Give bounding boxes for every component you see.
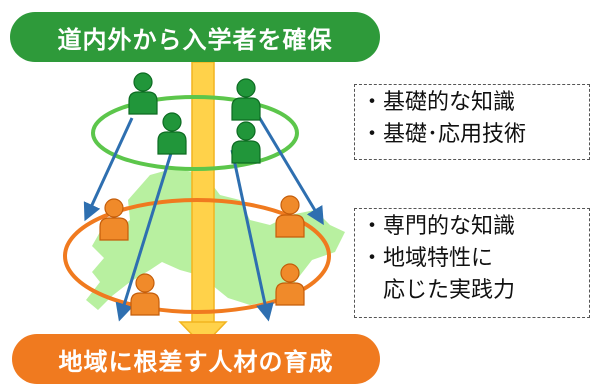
- list-item-text: 応じた実践力: [383, 278, 516, 303]
- list-item-text: 基礎･応用技術: [383, 122, 527, 147]
- list-item: ・基礎的な知識: [361, 87, 581, 119]
- flow-arrow-4: [254, 111, 324, 226]
- list-item-text: 基礎的な知識: [383, 90, 516, 115]
- flow-arrow-2: [115, 149, 174, 322]
- list-item-continuation: 応じた実践力: [361, 275, 581, 307]
- flow-arrow-3: [230, 149, 274, 322]
- list-item-text: 専門的な知識: [383, 214, 516, 239]
- person-icon: [128, 72, 158, 115]
- person-icon: [275, 263, 305, 306]
- top-ring: [91, 95, 299, 171]
- bottom-banner-text: 地域に根差す人材の育成: [58, 347, 334, 376]
- bullet: ・: [361, 90, 384, 115]
- list-item: ・地域特性に: [361, 243, 581, 275]
- bullet: ・: [361, 246, 384, 271]
- flow-arrow-shaft: [191, 61, 215, 325]
- top-banner: 道内外から入学者を確保: [10, 12, 380, 62]
- person-icon: [231, 78, 261, 121]
- basic-skills-box: ・基礎的な知識 ・基礎･応用技術: [354, 84, 590, 160]
- list-item-text: 地域特性に: [383, 246, 494, 271]
- specialized-skills-box: ・専門的な知識 ・地域特性に 応じた実践力: [354, 208, 590, 318]
- person-icon: [99, 198, 129, 241]
- flow-arrow-1: [83, 117, 134, 222]
- bottom-banner: 地域に根差す人材の育成: [12, 334, 380, 384]
- person-icon: [157, 112, 187, 155]
- top-banner-text: 道内外から入学者を確保: [57, 25, 333, 54]
- list-item: ・専門的な知識: [361, 211, 581, 243]
- person-icon: [275, 195, 305, 238]
- person-icon: [231, 121, 261, 164]
- bottom-ring: [63, 198, 331, 314]
- bullet: ・: [361, 214, 384, 239]
- person-icon: [130, 273, 160, 316]
- bullet: ・: [361, 122, 384, 147]
- list-item: ・基礎･応用技術: [361, 119, 581, 151]
